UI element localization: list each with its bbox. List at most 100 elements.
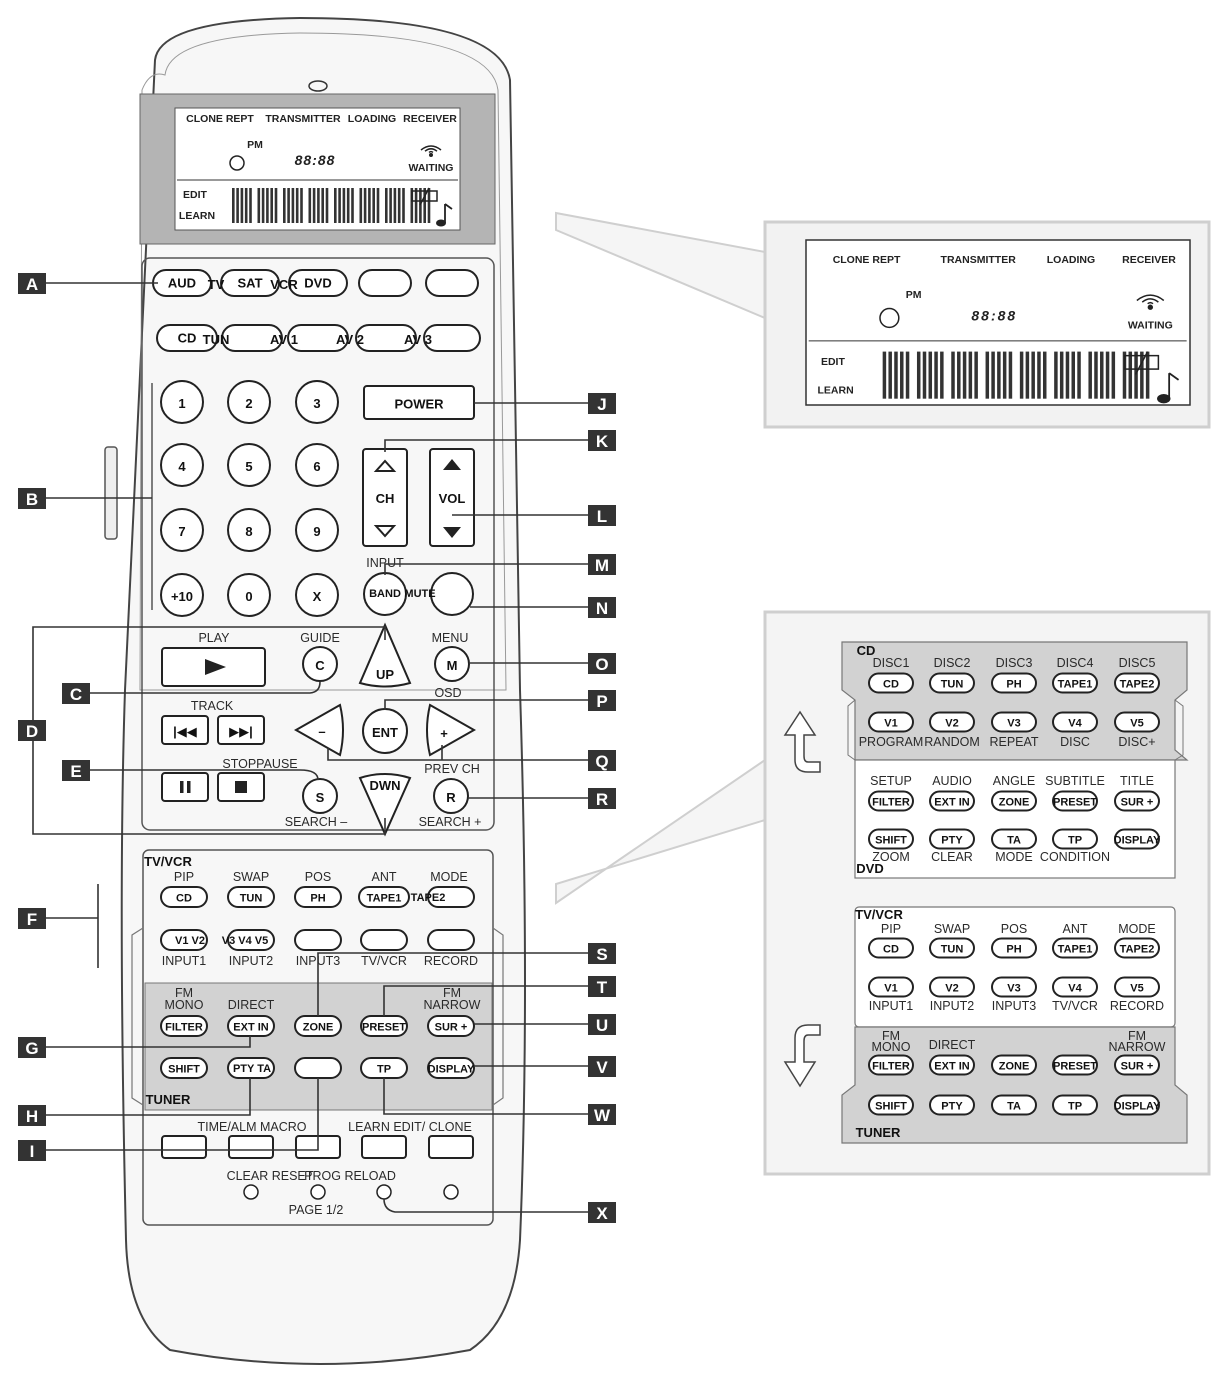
panel-tv-row3-4[interactable]: SUR +	[1114, 1054, 1160, 1076]
panel-cd-row3-1[interactable]: EXT IN	[929, 790, 975, 812]
panel-cd-row2-2[interactable]: V3	[991, 711, 1037, 733]
bottom-button-1[interactable]	[228, 1135, 274, 1159]
panel-tv-row4-2[interactable]: TA	[991, 1094, 1037, 1116]
lower-row3-0[interactable]: FILTER	[160, 1015, 208, 1037]
num-3[interactable]: 4	[160, 443, 204, 487]
bottom-button-3[interactable]	[361, 1135, 407, 1159]
panel-cd-row4-3[interactable]: TP	[1052, 828, 1098, 850]
num-7[interactable]: 8	[227, 508, 271, 552]
stop-button[interactable]	[217, 772, 265, 802]
panel-cd-row4-1[interactable]: PTY	[929, 828, 975, 850]
panel-tv-row1-0[interactable]: CD	[868, 937, 914, 959]
panel-cd-row2-0[interactable]: V1	[868, 711, 914, 733]
num-2[interactable]: 3	[295, 380, 339, 424]
num-4[interactable]: 5	[227, 443, 271, 487]
plus-button[interactable]: +	[426, 703, 477, 757]
panel-cd-row1-4[interactable]: TAPE2	[1114, 672, 1160, 694]
lower-tape2[interactable]	[427, 886, 475, 908]
lower-v2[interactable]	[227, 929, 275, 951]
down-button[interactable]: DWN	[358, 773, 412, 837]
panel-tv-row1-2[interactable]: PH	[991, 937, 1037, 959]
side-button[interactable]	[104, 446, 118, 540]
lower-tape1[interactable]: TAPE1	[358, 886, 410, 908]
btn-aud[interactable]: AUD	[152, 269, 212, 297]
btn-av3[interactable]	[423, 324, 481, 352]
panel-cd-row4-2[interactable]: TA	[991, 828, 1037, 850]
btn-blank-2[interactable]	[425, 269, 479, 297]
prev-ch-button[interactable]: R	[433, 778, 469, 814]
num-9[interactable]: +10	[160, 573, 204, 617]
reset-hole-0[interactable]	[243, 1184, 259, 1200]
next-track-button[interactable]: ▶▶|	[217, 715, 265, 745]
panel-tv-row1-1[interactable]: TUN	[929, 937, 975, 959]
num-0[interactable]: 1	[160, 380, 204, 424]
panel-cd-row2-1[interactable]: V2	[929, 711, 975, 733]
lower-v5[interactable]	[427, 929, 475, 951]
panel-tv-row4-4[interactable]: DISPLAY	[1114, 1094, 1161, 1116]
panel-tv-row4-3[interactable]: TP	[1052, 1094, 1098, 1116]
num-1[interactable]: 2	[227, 380, 271, 424]
panel-tv-row3-3[interactable]: PRESET	[1052, 1054, 1098, 1076]
guide-button[interactable]: C	[302, 646, 338, 682]
bottom-button-4[interactable]	[428, 1135, 474, 1159]
panel-tv-row3-1[interactable]: EXT IN	[929, 1054, 975, 1076]
pause-button[interactable]	[161, 772, 209, 802]
panel-tv-row2-4[interactable]: V5	[1114, 976, 1160, 998]
reset-hole-3[interactable]	[443, 1184, 459, 1200]
panel-cd-row2-3[interactable]: V4	[1052, 711, 1098, 733]
panel-tv-row4-0[interactable]: SHIFT	[868, 1094, 914, 1116]
lower-tun[interactable]: TUN	[227, 886, 275, 908]
lower-display[interactable]: DISPLAY	[427, 1057, 475, 1079]
lower-row3-4[interactable]: SUR +	[427, 1015, 475, 1037]
btn-av1[interactable]	[287, 324, 349, 352]
num-5[interactable]: 6	[295, 443, 339, 487]
num-11[interactable]: X	[295, 573, 339, 617]
btn-cd[interactable]: CD	[156, 324, 218, 352]
panel-tv-row2-0[interactable]: V1	[868, 976, 914, 998]
prev-track-button[interactable]: |◀◀	[161, 715, 209, 745]
btn-sat[interactable]: SAT	[220, 269, 280, 297]
lower-shift[interactable]: SHIFT	[160, 1057, 208, 1079]
panel-cd-row3-0[interactable]: FILTER	[868, 790, 914, 812]
num-6[interactable]: 7	[160, 508, 204, 552]
lower-row3-2[interactable]: ZONE	[294, 1015, 342, 1037]
lower-v1[interactable]	[160, 929, 208, 951]
menu-button[interactable]: M	[434, 646, 470, 682]
panel-cd-row2-4[interactable]: V5	[1114, 711, 1160, 733]
lower-pty[interactable]	[227, 1057, 275, 1079]
panel-cd-row3-2[interactable]: ZONE	[991, 790, 1037, 812]
lower-tp[interactable]: TP	[360, 1057, 408, 1079]
lower-ph[interactable]: PH	[294, 886, 342, 908]
panel-cd-row3-3[interactable]: PRESET	[1052, 790, 1098, 812]
panel-cd-row1-1[interactable]: TUN	[929, 672, 975, 694]
mute-button[interactable]	[430, 572, 474, 616]
panel-tv-row2-1[interactable]: V2	[929, 976, 975, 998]
panel-tv-row2-3[interactable]: V4	[1052, 976, 1098, 998]
up-button[interactable]: UP	[358, 622, 412, 688]
play-button[interactable]	[161, 647, 266, 687]
ent-button[interactable]: ENT	[362, 708, 408, 754]
panel-cd-row3-4[interactable]: SUR +	[1114, 790, 1160, 812]
lower-cd[interactable]: CD	[160, 886, 208, 908]
panel-tv-row4-1[interactable]: PTY	[929, 1094, 975, 1116]
num-10[interactable]: 0	[227, 573, 271, 617]
panel-cd-row4-4[interactable]: DISPLAY	[1114, 828, 1161, 850]
reset-hole-1[interactable]	[310, 1184, 326, 1200]
btn-av2[interactable]	[355, 324, 417, 352]
panel-tv-row2-2[interactable]: V3	[991, 976, 1037, 998]
lower-v3[interactable]	[294, 929, 342, 951]
panel-cd-row1-3[interactable]: TAPE1	[1052, 672, 1098, 694]
vol-rocker[interactable]: VOL	[429, 448, 475, 547]
power-button[interactable]: POWER	[363, 385, 475, 420]
num-8[interactable]: 9	[295, 508, 339, 552]
btn-blank-1[interactable]	[358, 269, 412, 297]
lower-row3-1[interactable]: EXT IN	[227, 1015, 275, 1037]
lower-ta[interactable]	[294, 1057, 342, 1079]
panel-cd-row4-0[interactable]: SHIFT	[868, 828, 914, 850]
lower-row3-3[interactable]: PRESET	[360, 1015, 408, 1037]
minus-button[interactable]: –	[293, 703, 344, 757]
bottom-button-0[interactable]	[161, 1135, 207, 1159]
panel-tv-row1-4[interactable]: TAPE2	[1114, 937, 1160, 959]
reset-hole-2[interactable]	[376, 1184, 392, 1200]
ch-rocker[interactable]: CH	[362, 448, 408, 547]
